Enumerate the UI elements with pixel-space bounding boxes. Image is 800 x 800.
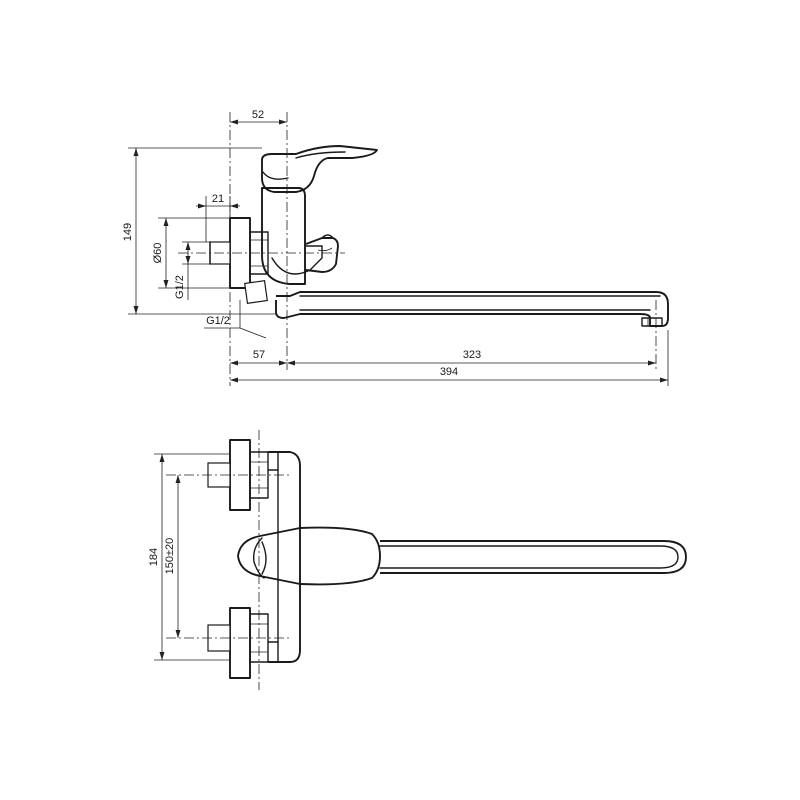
dim-label-184: 184: [148, 548, 160, 566]
body-bar: [268, 451, 301, 663]
plan-view: 184 150±20: [148, 430, 687, 690]
dim-label-52: 52: [252, 109, 264, 121]
dim-149: 149: [122, 148, 139, 314]
dim-21: 21: [196, 193, 240, 209]
dim-323: 323: [287, 349, 656, 366]
dim-label-394: 394: [440, 366, 458, 378]
spout-plan: [380, 540, 687, 574]
dim-label-thread-outlet: G1/2: [206, 315, 230, 327]
spout: [275, 291, 669, 327]
outlet-thread: [244, 280, 268, 304]
lever-handle-plan: [237, 526, 381, 586]
dim-label-21: 21: [212, 193, 224, 205]
dim-150: 150±20: [164, 475, 181, 638]
dim-184: 184: [148, 454, 165, 660]
dim-394: 394: [230, 366, 668, 383]
dim-label-150: 150±20: [164, 538, 176, 575]
dim-label-thread-inlet: G1/2: [174, 275, 186, 299]
diverter-knob: [305, 237, 339, 273]
mixer-body: [261, 187, 306, 285]
dim-label-149: 149: [122, 223, 134, 241]
lower-flange: [229, 607, 251, 679]
dim-57: 57: [230, 349, 287, 366]
dim-52: 52: [230, 109, 287, 125]
aerator: [641, 317, 663, 327]
dim-label-flange-diameter: Ø60: [152, 243, 164, 264]
side-elevation-view: 52 149 21 Ø60 G1/2: [122, 109, 669, 386]
dim-label-323: 323: [463, 349, 481, 361]
dim-label-57: 57: [253, 349, 265, 361]
dim-thread-outlet: G1/2: [204, 300, 267, 339]
dim-thread-inlet: G1/2: [174, 242, 191, 300]
dim-flange-diameter: Ø60: [152, 218, 169, 288]
lever-handle: [261, 145, 378, 193]
